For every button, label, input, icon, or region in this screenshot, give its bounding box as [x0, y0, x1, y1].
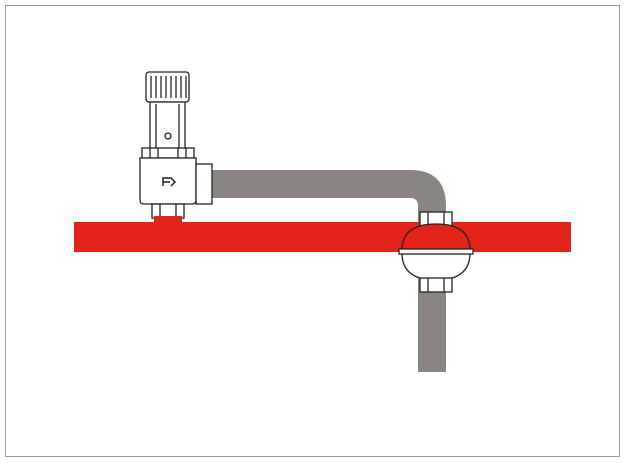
main-pipe	[74, 222, 571, 252]
valve-knob-icon	[145, 71, 190, 103]
valve	[139, 71, 213, 219]
valve-connection	[154, 216, 182, 223]
connector-pipe	[205, 170, 446, 372]
expansion-vessel	[398, 211, 474, 293]
flow-arrow-icon	[162, 177, 177, 187]
